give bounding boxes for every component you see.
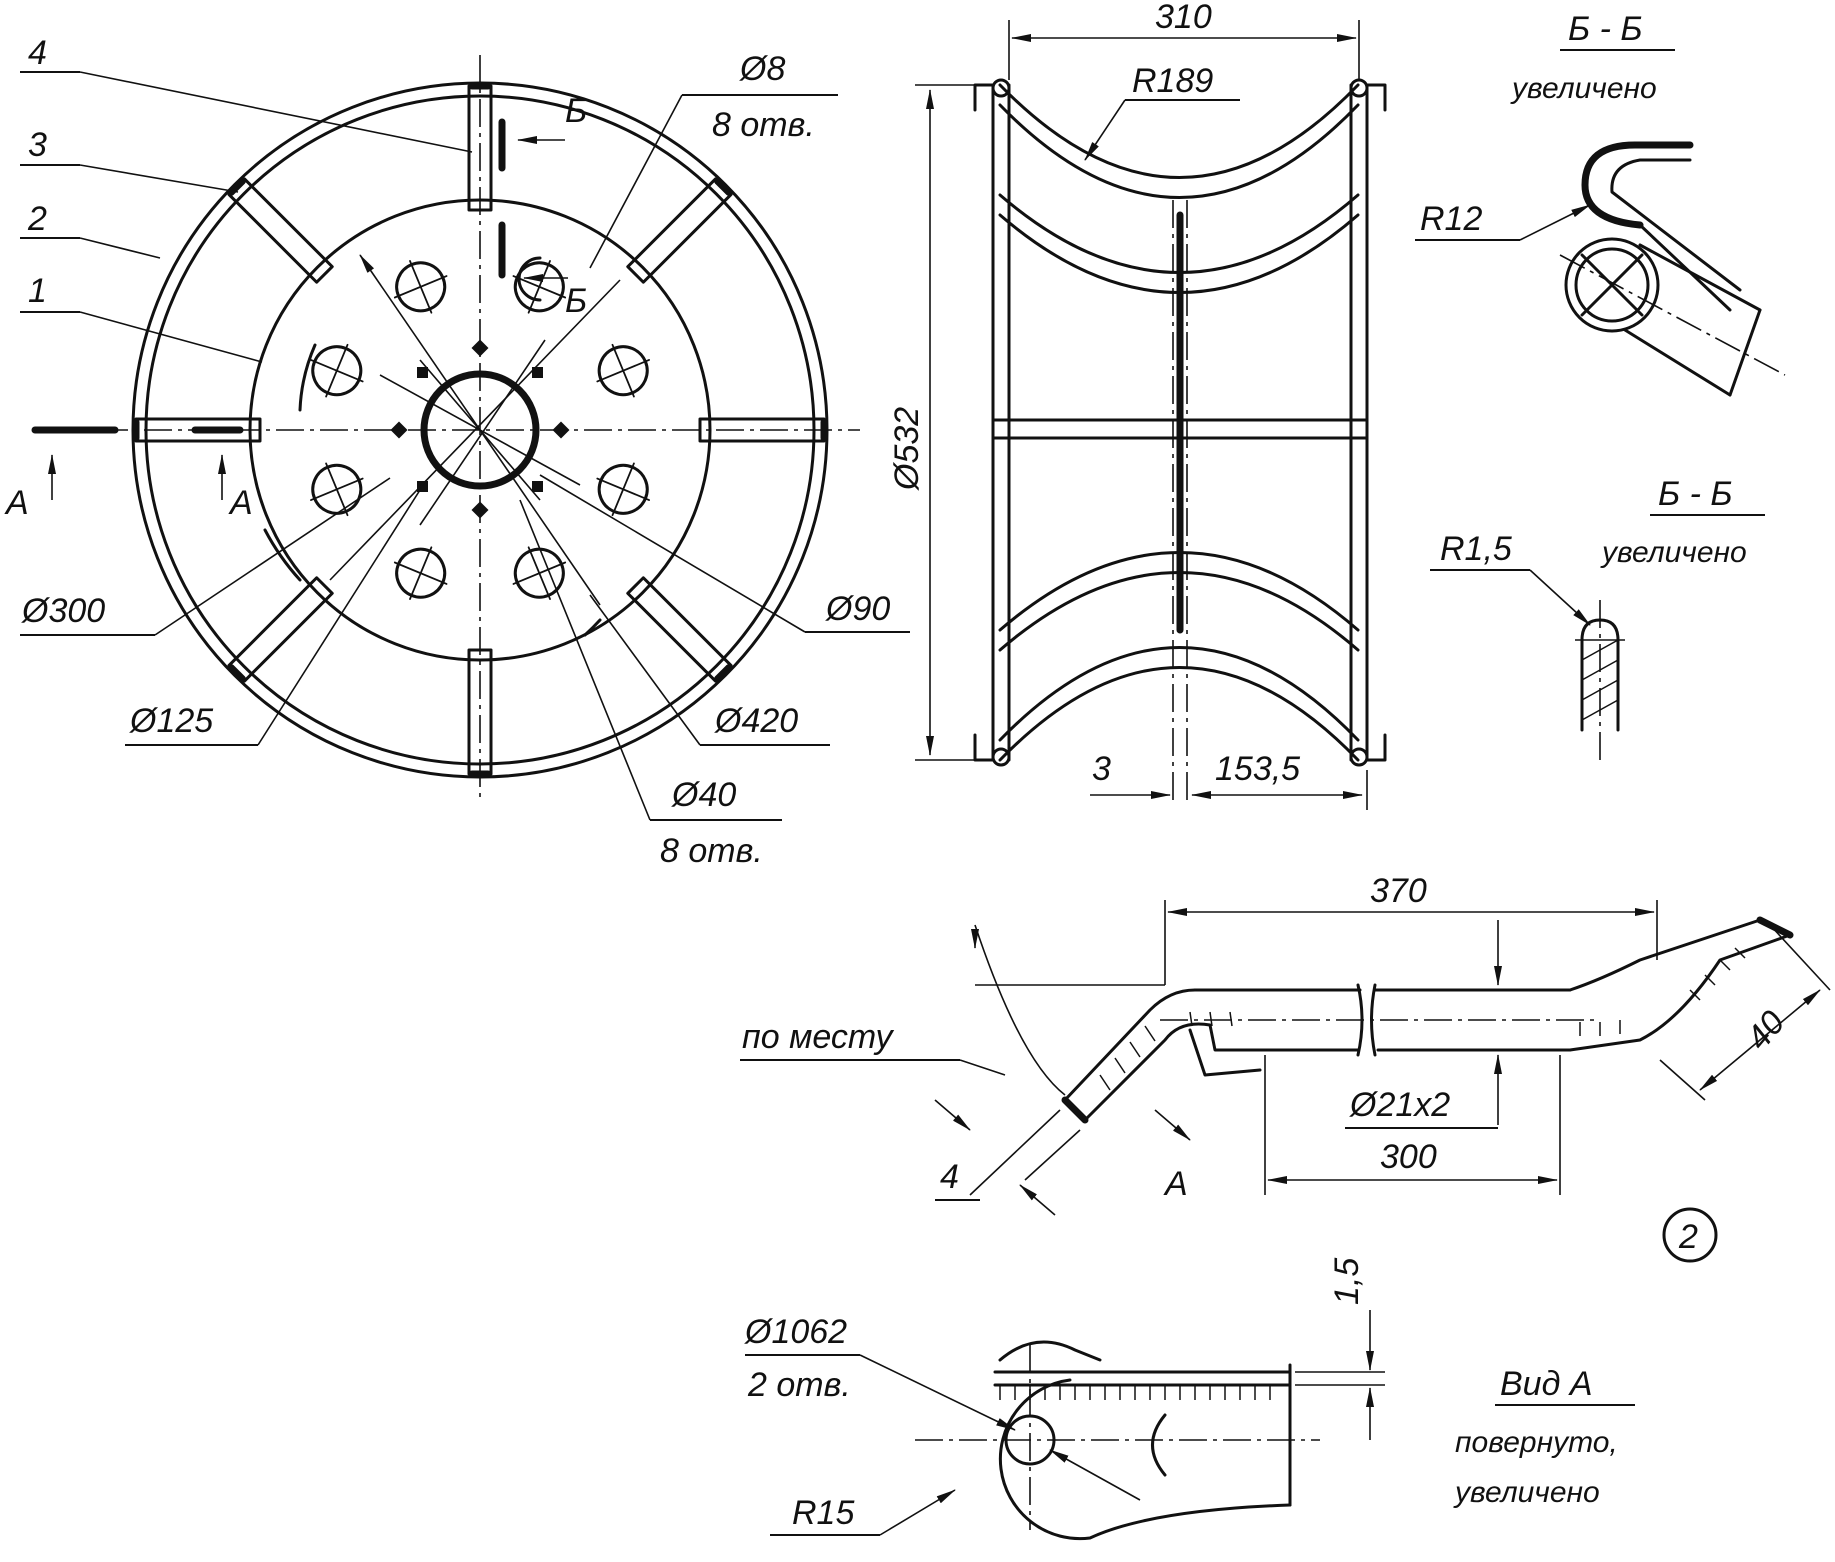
front-view: 4 3 2 1 Б Б А А Ø8 8 отв. Ø300 Ø125 Ø90 … <box>4 34 910 870</box>
dim-tube: Ø21x2 <box>1349 1086 1450 1124</box>
section-a-mark-left: А <box>4 484 29 522</box>
part-number-2: 2 <box>27 200 47 238</box>
view-a-radius: R15 <box>792 1494 854 1532</box>
detail-number-circle <box>1662 1207 1718 1263</box>
dim-end-width: 40 <box>1739 1004 1792 1057</box>
right-weld-teeth <box>1579 947 1746 1036</box>
section-bb-2-title: Б - Б <box>1658 475 1732 513</box>
section-bb-1-subtitle: увеличено <box>1510 72 1657 105</box>
label-dia-300: Ø300 <box>21 592 105 630</box>
part-number-1: 1 <box>28 272 47 310</box>
section-bb-tip: Б - Б увеличено R1,5 <box>1430 475 1765 765</box>
section-bb-2-radius: R1,5 <box>1440 530 1512 568</box>
section-bb-1-title: Б - Б <box>1568 10 1642 48</box>
dim-straight-length: 300 <box>1380 1138 1437 1176</box>
section-bb-hook: Б - Б увеличено R12 <box>1415 10 1786 397</box>
label-dia-90: Ø90 <box>825 590 890 628</box>
view-a: Ø1062 2 отв. R15 1,5 Вид А повернуто, ув… <box>744 1258 1635 1541</box>
label-hole-large-dia: Ø40 <box>671 776 736 814</box>
section-b-mark-top: Б <box>565 92 587 130</box>
dim-width-310: 310 <box>1155 0 1212 36</box>
section-bb-2-subtitle: увеличено <box>1600 536 1747 569</box>
view-a-mark: А <box>1163 1165 1188 1203</box>
label-dia-125: Ø125 <box>129 702 213 740</box>
label-hole-small-count: 8 отв. <box>712 106 815 144</box>
view-a-hole-count: 2 отв. <box>747 1366 851 1404</box>
part-number-3: 3 <box>28 126 47 164</box>
dim-spoke-length: 370 <box>1370 872 1427 910</box>
left-weld-teeth <box>1099 1011 1233 1091</box>
view-a-title: Вид А <box>1500 1365 1593 1403</box>
label-hole-small-dia: Ø8 <box>739 50 785 88</box>
dim-thickness: 4 <box>940 1158 959 1196</box>
small-holes <box>390 339 570 519</box>
dim-gap-3: 3 <box>1092 750 1111 788</box>
view-a-hole: Ø1062 <box>744 1313 847 1351</box>
dim-diameter-532: Ø532 <box>888 407 926 491</box>
section-a-mark-inner: А <box>228 484 253 522</box>
dim-half-width: 153,5 <box>1215 750 1300 788</box>
large-holes <box>310 260 650 600</box>
section-b-mark-mid: Б <box>565 282 587 320</box>
view-a-thickness: 1,5 <box>1328 1258 1366 1305</box>
spokes <box>132 82 828 778</box>
view-a-teeth <box>999 1385 1271 1400</box>
label-fit-note: по месту <box>742 1018 894 1056</box>
spoke-detail: 370 по месту Ø21x2 300 40 4 А <box>740 872 1831 1263</box>
label-dia-420: Ø420 <box>714 702 798 740</box>
side-view: 310 R189 Ø532 3 153,5 <box>888 0 1387 810</box>
view-a-line3: увеличено <box>1453 1476 1600 1509</box>
view-a-line2: повернуто, <box>1455 1426 1618 1459</box>
part-number-4: 4 <box>28 34 47 72</box>
label-hole-large-count: 8 отв. <box>660 832 763 870</box>
detail-number: 2 <box>1678 1218 1698 1256</box>
section-bb-1-radius: R12 <box>1420 200 1482 238</box>
dim-radius-189: R189 <box>1132 62 1213 100</box>
